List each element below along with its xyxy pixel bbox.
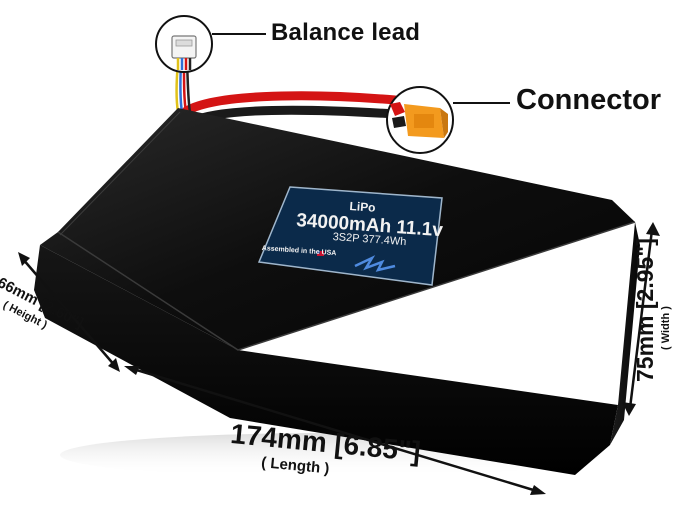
connector-callout <box>386 86 510 154</box>
width-dimension: 75mm [2.95"] <box>632 238 658 382</box>
height-arrow <box>18 252 120 372</box>
width-caption: ( Width ) <box>660 306 672 350</box>
label-chemistry: LiPo <box>349 199 377 215</box>
usa-flag-icon <box>317 251 324 256</box>
battery-body <box>34 108 640 475</box>
width-arrow <box>622 222 660 416</box>
maxamps-logo-icon <box>354 255 396 272</box>
connector-label: Connector <box>516 84 661 116</box>
xt90-plug-icon <box>390 102 448 138</box>
jst-plug-icon <box>171 35 197 70</box>
red-wire <box>180 91 400 117</box>
balance-lead-callout <box>155 15 266 73</box>
balance-lead-label: Balance lead <box>271 19 421 46</box>
length-arrow <box>124 366 546 495</box>
label-panel <box>257 186 443 286</box>
